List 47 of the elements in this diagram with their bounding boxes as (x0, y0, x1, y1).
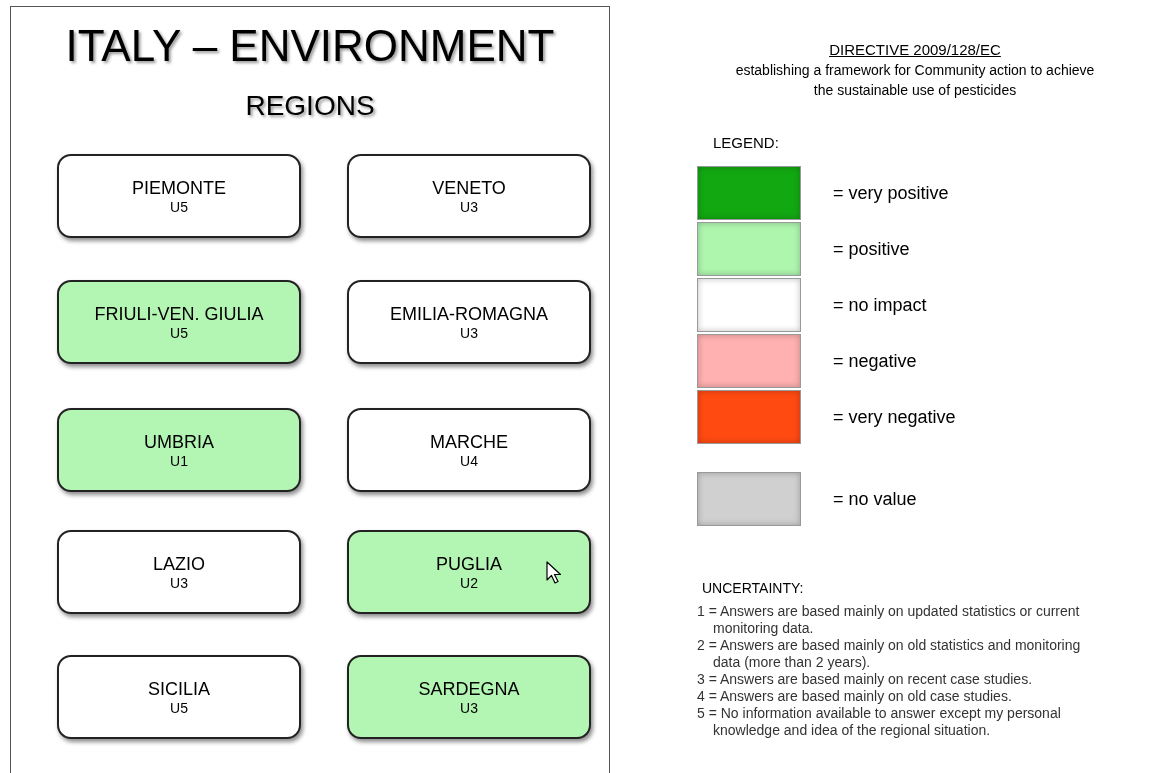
uncertainty-code: U2 (460, 575, 478, 591)
region-name: VENETO (432, 177, 506, 199)
region-name: MARCHE (430, 431, 508, 453)
region-box (57, 280, 301, 364)
region-box (347, 655, 591, 739)
uncertainty-note: 5 = No information available to answer except my personal knowledge and idea of the regional situation. (697, 705, 1062, 739)
region-name: LAZIO (153, 553, 205, 575)
region-box (57, 530, 301, 614)
directive-description: establishing a framework for Community action to achieve the sustainable use of pesticides (734, 61, 1096, 100)
uncertainty-code: U5 (170, 700, 188, 716)
subtitle: REGIONS (244, 89, 376, 123)
uncertainty-code: U3 (460, 325, 478, 341)
uncertainty-note: 4 = Answers are based mainly on old case studies. (697, 688, 1013, 705)
directive-heading: DIRECTIVE 2009/128/EC (829, 40, 1001, 60)
region-box (57, 154, 301, 238)
legend-label: = very negative (833, 406, 956, 428)
title: ITALY – ENVIRONMENT (64, 20, 556, 72)
region-box (347, 530, 591, 614)
uncertainty-code: U5 (170, 199, 188, 215)
legend-label: = no impact (833, 294, 927, 316)
region-name: PIEMONTE (132, 177, 226, 199)
legend-label: = negative (833, 350, 917, 372)
uncertainty-code: U3 (460, 700, 478, 716)
legend-heading: LEGEND: (713, 133, 779, 153)
uncertainty-code: U1 (170, 453, 188, 469)
uncertainty-heading: UNCERTAINTY: (702, 579, 804, 598)
uncertainty-note: 3 = Answers are based mainly on recent case studies. (697, 671, 1033, 688)
region-box (347, 154, 591, 238)
uncertainty-note: 2 = Answers are based mainly on old statistics and monitoring data (more than 2 years). (697, 637, 1082, 671)
uncertainty-code: U4 (460, 453, 478, 469)
region-name: FRIULI-VEN. GIULIA (94, 303, 264, 325)
region-name: SARDEGNA (418, 678, 520, 700)
region-box (57, 408, 301, 492)
region-box (347, 408, 591, 492)
region-name: EMILIA-ROMAGNA (390, 303, 548, 325)
region-name: PUGLIA (436, 553, 502, 575)
region-box (347, 280, 591, 364)
legend-label: = positive (833, 238, 910, 260)
uncertainty-note: 1 = Answers are based mainly on updated statistics or current monitoring data. (697, 603, 1081, 637)
uncertainty-code: U5 (170, 325, 188, 341)
uncertainty-code: U3 (460, 199, 478, 215)
region-name: UMBRIA (144, 431, 214, 453)
region-name: SICILIA (148, 678, 210, 700)
uncertainty-code: U3 (170, 575, 188, 591)
legend-label: = very positive (833, 182, 949, 204)
region-box (57, 655, 301, 739)
legend-label: = no value (833, 488, 917, 510)
